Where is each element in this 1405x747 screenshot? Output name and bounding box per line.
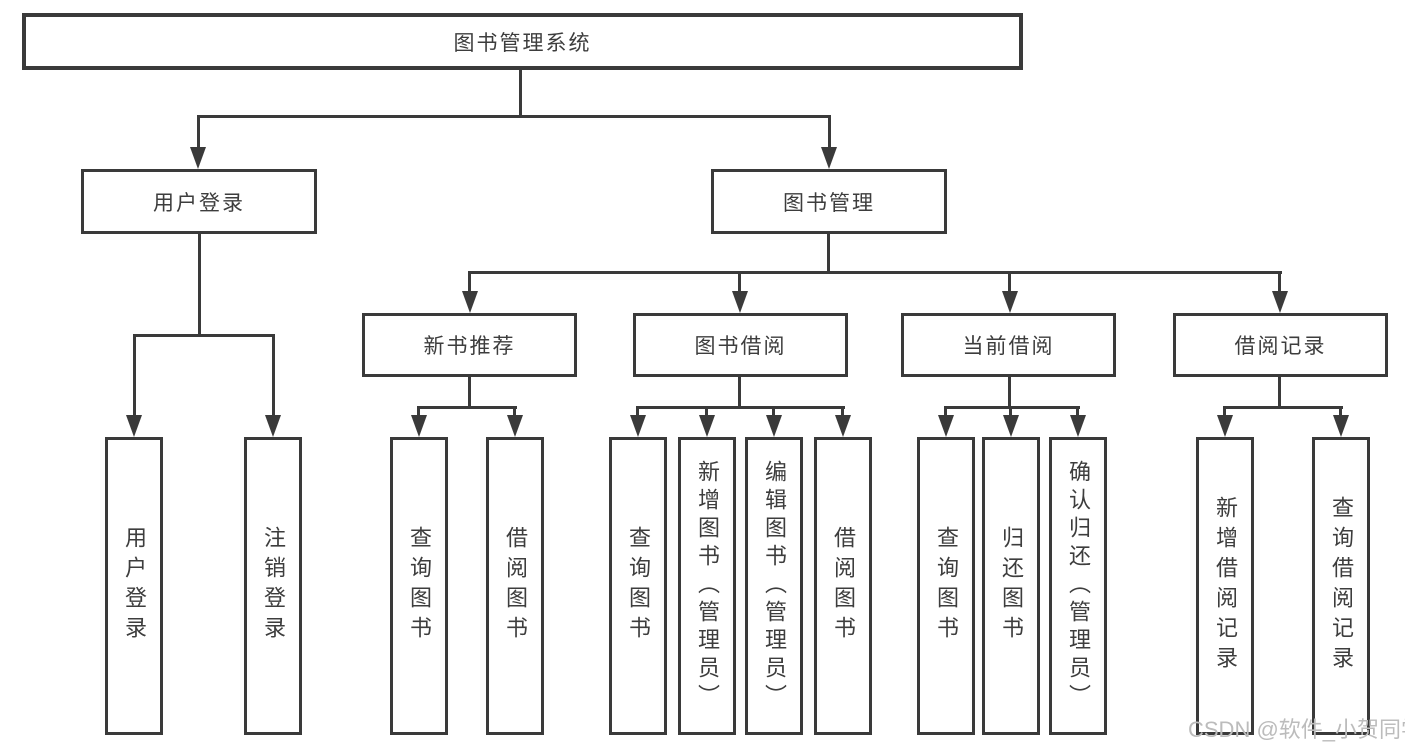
arrow-borrow-edit (766, 415, 782, 437)
connector-recommend-c2 (513, 406, 516, 417)
arrow-to-user-login (190, 147, 206, 169)
connector-manage-stem (828, 115, 831, 149)
connector-current-stem (1008, 271, 1011, 293)
arrow-borrow-add (699, 415, 715, 437)
connector-borrow-down (738, 377, 741, 409)
node-add-books-admin: 新增图书（管理员） (678, 437, 736, 735)
node-new-book-recommend: 新书推荐 (362, 313, 577, 377)
arrow-to-book-borrow (732, 291, 748, 313)
connector-borrow-hline (636, 406, 845, 409)
arrow-to-borrow-records (1272, 291, 1288, 313)
connector-borrow-c1 (636, 406, 639, 417)
connector-recommend-hline (417, 406, 517, 409)
arrow-to-current-borrow (1002, 291, 1018, 313)
node-edit-books-admin: 编辑图书（管理员） (745, 437, 803, 735)
node-add-borrow-record: 新增借阅记录 (1196, 437, 1254, 735)
node-current-borrow: 当前借阅 (901, 313, 1116, 377)
arrow-to-new-book-recommend (462, 291, 478, 313)
node-current-query-books: 查询图书 (917, 437, 975, 735)
node-query-borrow-record: 查询借阅记录 (1312, 437, 1370, 735)
arrow-borrow-borrow (835, 415, 851, 437)
connector-login-child2-stem (272, 334, 275, 417)
arrow-to-logout-leaf (265, 415, 281, 437)
connector-records-stem (1278, 271, 1281, 293)
connector-records-down (1278, 377, 1281, 409)
connector-manage-down (827, 234, 830, 273)
connector-recommend-c1 (417, 406, 420, 417)
node-return-books: 归还图书 (982, 437, 1040, 735)
connector-borrow-stem (738, 271, 741, 293)
arrow-borrow-query (630, 415, 646, 437)
connector-records-hline (1223, 406, 1343, 409)
node-user-login-leaf: 用户登录 (105, 437, 163, 735)
connector-recommend-down (468, 377, 471, 409)
node-borrow-borrow-books: 借阅图书 (814, 437, 872, 735)
connector-level3-hline (468, 271, 1282, 274)
connector-login-child1-stem (133, 334, 136, 417)
node-borrow-query-books: 查询图书 (609, 437, 667, 735)
connector-current-hline (944, 406, 1080, 409)
arrow-to-book-management (821, 147, 837, 169)
node-recommend-query-books: 查询图书 (390, 437, 448, 735)
connector-current-down (1008, 377, 1011, 409)
connector-current-c1 (944, 406, 947, 417)
connector-root-stem (519, 70, 522, 117)
node-user-login: 用户登录 (81, 169, 317, 234)
node-borrow-records: 借阅记录 (1173, 313, 1388, 377)
connector-records-c2 (1339, 406, 1342, 417)
node-library-system: 图书管理系统 (22, 13, 1023, 70)
arrow-recommend-borrow (507, 415, 523, 437)
arrow-current-return (1003, 415, 1019, 437)
connector-borrow-c2 (705, 406, 708, 417)
node-logout-leaf: 注销登录 (244, 437, 302, 735)
arrow-current-confirm (1070, 415, 1086, 437)
connector-login-hline (133, 334, 275, 337)
node-recommend-borrow-books: 借阅图书 (486, 437, 544, 735)
arrow-records-add (1217, 415, 1233, 437)
node-book-management: 图书管理 (711, 169, 947, 234)
arrow-records-query (1333, 415, 1349, 437)
connector-borrow-c3 (772, 406, 775, 417)
arrow-current-query (938, 415, 954, 437)
connector-level2-hline (197, 115, 831, 118)
connector-current-c2 (1009, 406, 1012, 417)
connector-login-down (198, 234, 201, 336)
connector-current-c3 (1076, 406, 1079, 417)
node-confirm-return-admin: 确认归还（管理员） (1049, 437, 1107, 735)
connector-records-c1 (1223, 406, 1226, 417)
arrow-recommend-query (411, 415, 427, 437)
arrow-to-user-login-leaf (126, 415, 142, 437)
connector-login-stem (197, 115, 200, 149)
node-book-borrow: 图书借阅 (633, 313, 848, 377)
connector-borrow-c4 (841, 406, 844, 417)
csdn-watermark: CSDN @软件_小贺同学 (1188, 717, 1405, 742)
connector-recommend-stem (468, 271, 471, 293)
